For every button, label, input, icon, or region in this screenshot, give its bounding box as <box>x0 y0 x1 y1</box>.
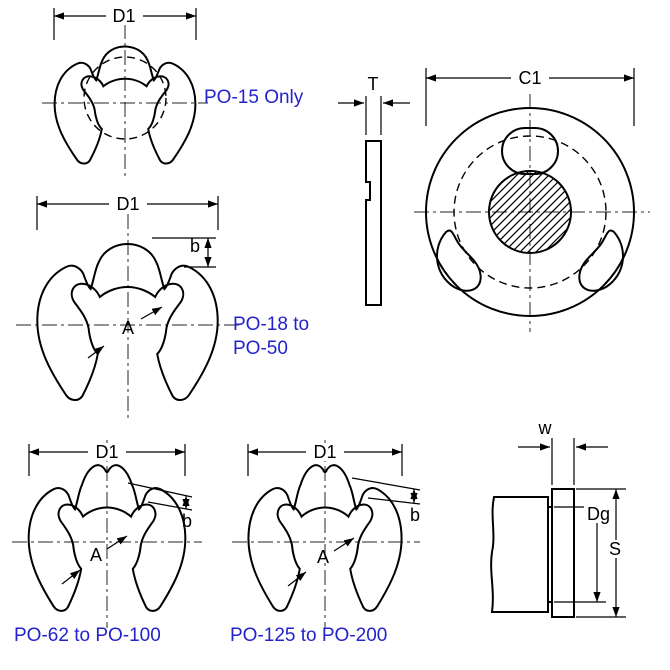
clip-outer-circle <box>425 107 635 317</box>
label-a: A <box>122 318 134 338</box>
pitch-circle-dashed <box>83 56 167 140</box>
shaft-hatching <box>489 171 571 253</box>
annotation-po15: PO-15 Only <box>204 87 304 108</box>
shaft-bore-circle <box>488 170 572 254</box>
po62-100-clip-view: D1 b A PO-62 to PO-100 <box>12 440 202 646</box>
d1-dimension-po15: D1 <box>53 6 197 40</box>
clip-edge-profile <box>365 140 382 306</box>
side-thickness-view: T <box>338 74 410 306</box>
d1-dimension-po18: D1 <box>36 194 219 230</box>
label-d1: D1 <box>112 6 135 26</box>
label-b: b <box>182 511 192 531</box>
clip-section <box>551 488 575 618</box>
a-dimension-po62: A <box>61 535 128 585</box>
shaft-section-view: w Dg S <box>490 418 626 618</box>
right-kidney-cutout <box>578 229 625 292</box>
label-w: w <box>538 418 553 438</box>
po18-50-clip-view: D1 b A PO-18 to PO-50 <box>16 194 309 420</box>
groove-circle-dashed <box>453 135 607 289</box>
label-b: b <box>410 505 420 525</box>
s-dimension: S <box>576 488 626 618</box>
label-dg: Dg <box>587 504 610 524</box>
label-b: b <box>190 236 200 256</box>
label-c1: C1 <box>518 68 541 88</box>
b-dimension-po125: b <box>351 477 421 525</box>
d1-dimension-po125: D1 <box>247 442 403 476</box>
shaft-body <box>490 496 549 613</box>
front-installed-view: C1 <box>414 68 650 332</box>
label-t: T <box>368 74 379 94</box>
b-dimension-po18: b <box>152 236 216 268</box>
annotation-po18-line2: PO-50 <box>233 338 288 359</box>
d1-dimension-po62: D1 <box>28 442 186 476</box>
w-dimension: w <box>518 418 608 485</box>
label-d1: D1 <box>313 442 336 462</box>
label-a: A <box>90 545 102 565</box>
label-a: A <box>317 547 329 567</box>
dg-dimension: Dg <box>554 504 612 603</box>
annotation-po62: PO-62 to PO-100 <box>14 625 161 646</box>
po125-200-clip-view: D1 b A PO-125 to PO-200 <box>230 440 421 646</box>
label-s: S <box>609 539 621 559</box>
c1-dimension: C1 <box>425 68 635 126</box>
b-dimension-po62: b <box>127 482 193 531</box>
top-lug-cutout <box>501 127 559 175</box>
t-dimension: T <box>338 74 410 135</box>
left-kidney-cutout <box>435 229 482 292</box>
annotation-po125: PO-125 to PO-200 <box>230 625 387 646</box>
label-d1: D1 <box>116 194 139 214</box>
a-dimension-po125: A <box>287 537 355 587</box>
po15-clip-view: D1 PO-15 Only <box>42 6 304 180</box>
annotation-po18-line1: PO-18 to <box>233 314 309 335</box>
a-dimension-po18: A <box>87 306 163 359</box>
label-d1: D1 <box>95 442 118 462</box>
